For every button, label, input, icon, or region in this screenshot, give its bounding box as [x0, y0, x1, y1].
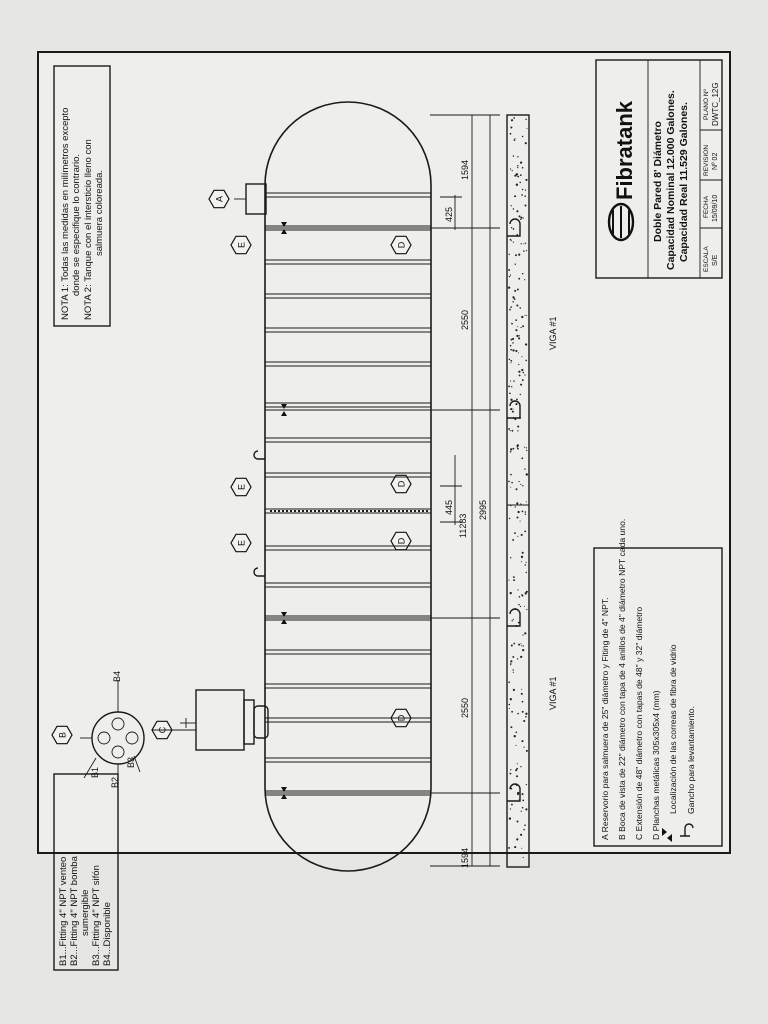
drawing-border	[37, 51, 731, 854]
svg-text:B3: B3	[126, 757, 136, 768]
svg-text:D: D	[397, 241, 407, 248]
svg-text:Nº 02: Nº 02	[712, 153, 719, 170]
svg-text:1594: 1594	[460, 848, 470, 868]
callout-e: E	[230, 477, 252, 497]
svg-text:A Reservorio para salmuera de: A Reservorio para salmuera de 25" diámet…	[600, 597, 610, 840]
svg-text:NOTA 2: Tanque con el intersti: NOTA 2: Tanque con el intersticio lleno …	[83, 139, 94, 320]
svg-text:VIGA #1: VIGA #1	[548, 676, 558, 710]
tank-ribs	[265, 192, 431, 796]
svg-text:D Planchas metálicas 305x305x: D Planchas metálicas 305x305x4 (mm)	[651, 690, 661, 840]
svg-text:425: 425	[444, 207, 454, 222]
fittings-legend-text: B1...Fitting 4" NPT venteo B2...Fitting …	[58, 855, 113, 966]
svg-text:Capacidad Nominal 12.000 Galon: Capacidad Nominal 12.000 Galones.	[665, 90, 677, 270]
svg-text:REVISION: REVISION	[703, 145, 710, 176]
revision-cell: REVISION Nº 02	[703, 145, 719, 176]
fibratank-logo-icon	[607, 202, 635, 242]
svg-text:B4: B4	[112, 671, 122, 682]
svg-text:B: B	[58, 732, 68, 738]
dim-2550-top: 2550	[460, 310, 470, 330]
legend-hook-icon	[680, 823, 694, 837]
svg-text:NOTA 1: Todas las medidas en m: NOTA 1: Todas las medidas en milímetros …	[60, 108, 71, 320]
svg-text:2995: 2995	[478, 500, 488, 520]
callout-b2-label: B2	[110, 777, 120, 788]
dim-11283: 11283	[458, 514, 468, 538]
tank-body	[264, 101, 432, 872]
svg-text:A: A	[215, 196, 225, 202]
svg-text:Localización de las correas de: Localización de las correas de fibra de …	[668, 644, 678, 814]
dimension-lines	[265, 114, 500, 867]
svg-text:B Boca de vista de 22" diámet: B Boca de vista de 22" diámetro con tapa…	[617, 519, 627, 840]
svg-text:salmuera coloreada.: salmuera coloreada.	[94, 170, 105, 256]
callout-e: E	[230, 533, 252, 553]
svg-text:PLANO Nº: PLANO Nº	[703, 88, 710, 120]
dim-1594-bottom: 1594	[460, 848, 470, 868]
svg-text:D: D	[397, 537, 407, 544]
svg-text:Capacidad Real 11.529 Galones: Capacidad Real 11.529 Galones.	[678, 102, 690, 262]
callout-d: D	[390, 474, 412, 494]
svg-text:Fibratank: Fibratank	[612, 100, 637, 200]
svg-text:11283: 11283	[458, 514, 468, 538]
svg-text:B1...Fitting 4" NPT venteo: B1...Fitting 4" NPT venteo	[58, 857, 69, 966]
dim-2995: 2995	[478, 500, 488, 520]
lifting-hooks	[253, 218, 521, 802]
dim-445: 445	[444, 500, 454, 515]
b-fitting-detail	[80, 680, 145, 780]
brand-name: Fibratank	[612, 100, 637, 200]
callout-e: E	[230, 235, 252, 255]
svg-text:D: D	[397, 480, 407, 487]
svg-text:B2: B2	[110, 777, 120, 788]
legend-arrow-icon	[662, 828, 672, 842]
plano-cell: PLANO Nº DWTC_12G	[703, 82, 720, 126]
svg-text:2550: 2550	[460, 310, 470, 330]
svg-text:ESCALA: ESCALA	[703, 246, 710, 272]
svg-text:FECHA: FECHA	[703, 195, 710, 218]
svg-text:donde se especifique lo contr: donde se especifique lo contrario.	[71, 154, 82, 296]
dim-1594-top: 1594	[460, 160, 470, 180]
svg-text:1594: 1594	[460, 160, 470, 180]
svg-text:B2...Fitting 4" NPT bomba: B2...Fitting 4" NPT bomba	[69, 855, 80, 966]
title-lines: Doble Pared 8' Diámetro Capacidad Nomina…	[652, 90, 690, 270]
title-block	[595, 59, 723, 279]
svg-text:DWTC_12G: DWTC_12G	[711, 82, 720, 126]
fecha-cell: FECHA 15/09/10	[703, 195, 719, 222]
escala-cell: ESCALA S/E	[703, 246, 719, 272]
svg-text:B3...Fitting 4" NPT sifón: B3...Fitting 4" NPT sifón	[91, 865, 102, 966]
viga-label-bottom: VIGA #1	[548, 676, 558, 710]
callout-d: D	[390, 531, 412, 551]
svg-text:C Extensión de 48" diámetro c: C Extensión de 48" diámetro con tapas de…	[634, 607, 644, 840]
svg-text:15/09/10: 15/09/10	[712, 195, 719, 222]
svg-text:B1: B1	[90, 767, 100, 778]
callout-b1-label: B1	[90, 767, 100, 778]
svg-text:Gancho para levantamiento.: Gancho para levantamiento.	[686, 706, 696, 814]
callout-b3-label: B3	[126, 757, 136, 768]
svg-text:E: E	[237, 540, 247, 546]
viga-label-top: VIGA #1	[548, 316, 558, 350]
notes-box	[53, 65, 111, 327]
dim-425: 425	[444, 207, 454, 222]
notes-text: NOTA 1: Todas las medidas en milímetros …	[60, 108, 105, 320]
bottom-legend-box	[593, 547, 723, 847]
svg-text:VIGA #1: VIGA #1	[548, 316, 558, 350]
dim-2550-bottom: 2550	[460, 698, 470, 718]
svg-text:E: E	[237, 484, 247, 490]
strap-arrows	[281, 222, 287, 799]
callout-b4-label: B4	[112, 671, 122, 682]
svg-text:2550: 2550	[460, 698, 470, 718]
svg-text:E: E	[237, 242, 247, 248]
bottom-legend-text: A Reservorio para salmuera de 25" diámet…	[600, 519, 696, 840]
svg-text:Doble Pared 8' Diámetro: Doble Pared 8' Diámetro	[652, 121, 664, 242]
callout-d: D	[390, 235, 412, 255]
extension-c	[180, 689, 269, 751]
svg-text:sumergible: sumergible	[80, 890, 91, 936]
reservoir-a	[234, 183, 267, 215]
svg-text:B4...Disponible: B4...Disponible	[102, 902, 113, 966]
svg-text:S/E: S/E	[712, 254, 719, 266]
callout-a: A	[208, 189, 230, 209]
callout-b: B	[51, 725, 73, 745]
svg-text:445: 445	[444, 500, 454, 515]
